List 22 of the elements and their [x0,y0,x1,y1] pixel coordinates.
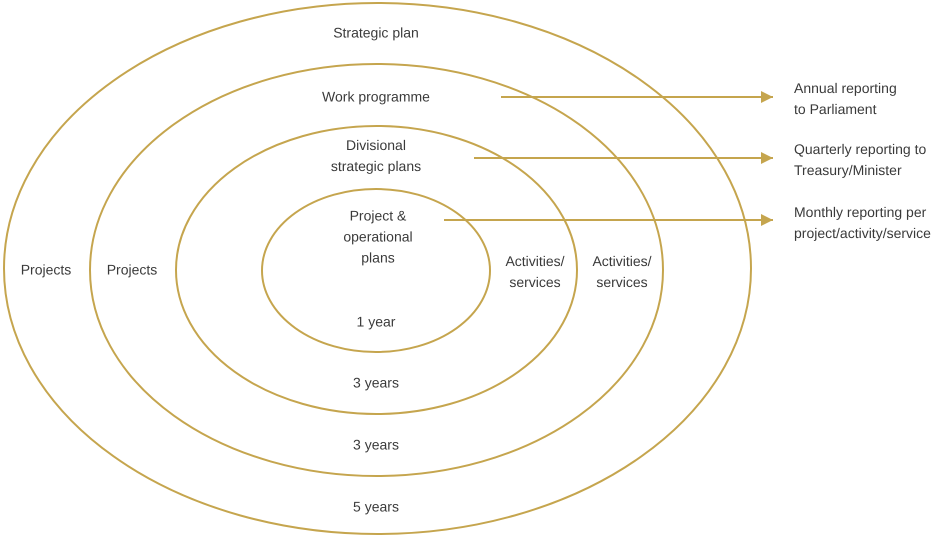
ring-label: 5 years [352,498,400,516]
plan-ellipse [3,2,752,535]
ring-label: 1 year [356,312,396,332]
arrow [501,91,773,103]
ring-label: 3 years [352,374,400,392]
plan-ellipse [261,188,491,353]
ring-label: Activities/ services [591,252,653,292]
ring-label: Projects [106,260,158,280]
ring-label: Activities/ services [504,252,566,292]
plan-title: Strategic plan [332,24,420,42]
reporting-text: Annual reporting to Parliament [794,78,906,120]
ring-label: 3 years [352,436,400,454]
plan-title: Project & operational plans [342,206,414,268]
plan-title: Work programme [321,88,431,106]
plan-title: Divisional strategic plans [330,136,422,176]
plan-ellipse [175,125,578,415]
arrow [474,152,773,164]
reporting-text: Monthly reporting per project/activity/service [794,202,949,244]
reporting-text: Quarterly reporting to Treasury/Minister [794,139,949,181]
ring-label: Projects [20,260,72,280]
arrow [444,214,773,226]
plan-ellipse [89,63,664,477]
